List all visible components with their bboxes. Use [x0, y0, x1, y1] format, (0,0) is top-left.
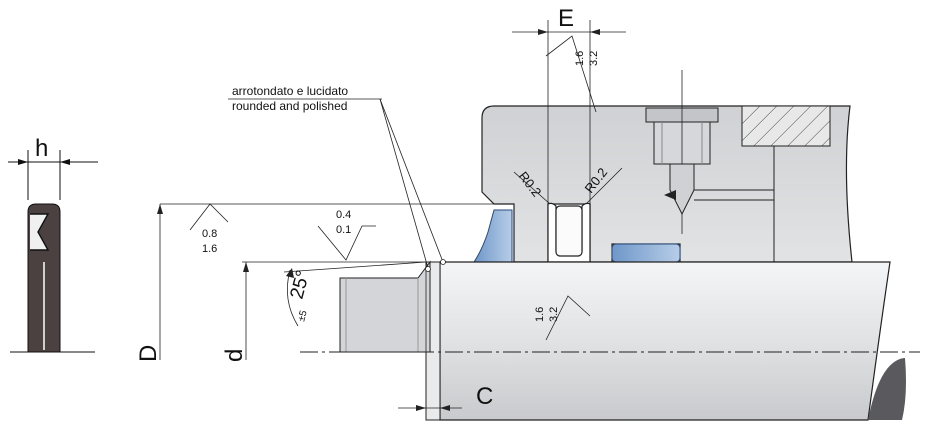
- rod-end-shadow: [868, 358, 906, 420]
- roughness-chamfer-bottom: 0.1: [336, 224, 351, 236]
- h-label: h: [35, 135, 48, 162]
- roughness-chamfer-top: 0.4: [336, 209, 351, 221]
- guide-ring: [611, 243, 681, 263]
- C-label: C: [476, 383, 493, 410]
- leader-line-2: [379, 98, 444, 263]
- roughness-groove-side: 1.6 3.2: [545, 35, 600, 113]
- dimensions: D d C E 25° ±5: [135, 5, 626, 414]
- seal-cross-section: h: [8, 135, 98, 353]
- rod-body: [439, 261, 891, 421]
- drill-point: [669, 163, 695, 216]
- roughness-groove-top: 1.6: [574, 51, 586, 66]
- housing-section-hatch: [741, 105, 831, 147]
- roughness-rod-top: 1.6: [534, 307, 546, 322]
- leader-line-1: [379, 98, 429, 269]
- rod: [300, 260, 920, 421]
- groove-inner: [555, 205, 583, 257]
- d-label: d: [221, 349, 248, 362]
- seal-lip-groove: [30, 213, 50, 251]
- roughness-bore-bottom: 1.6: [202, 243, 217, 255]
- D-label: D: [135, 345, 162, 362]
- note-line-english: rounded and polished: [232, 99, 347, 113]
- angle-tolerance: ±5: [296, 309, 310, 323]
- rod-chamfer-shade: [339, 260, 431, 353]
- roughness-rod-bottom: 3.2: [548, 307, 560, 322]
- roughness-housing-bore: 0.8 1.6: [189, 203, 229, 255]
- roughness-rod-chamfer: 0.4 0.1: [317, 209, 376, 261]
- housing: [473, 70, 853, 263]
- E-label: E: [558, 5, 574, 32]
- note-callout: arrotondato e lucidato rounded and polis…: [228, 84, 446, 272]
- roughness-groove-bottom: 3.2: [588, 51, 600, 66]
- seal-installed: [473, 209, 513, 263]
- roughness-rod-surface: 1.6 3.2: [534, 295, 591, 341]
- roughness-bore-top: 0.8: [202, 228, 217, 240]
- note-line-italian: arrotondato e lucidato: [232, 84, 348, 98]
